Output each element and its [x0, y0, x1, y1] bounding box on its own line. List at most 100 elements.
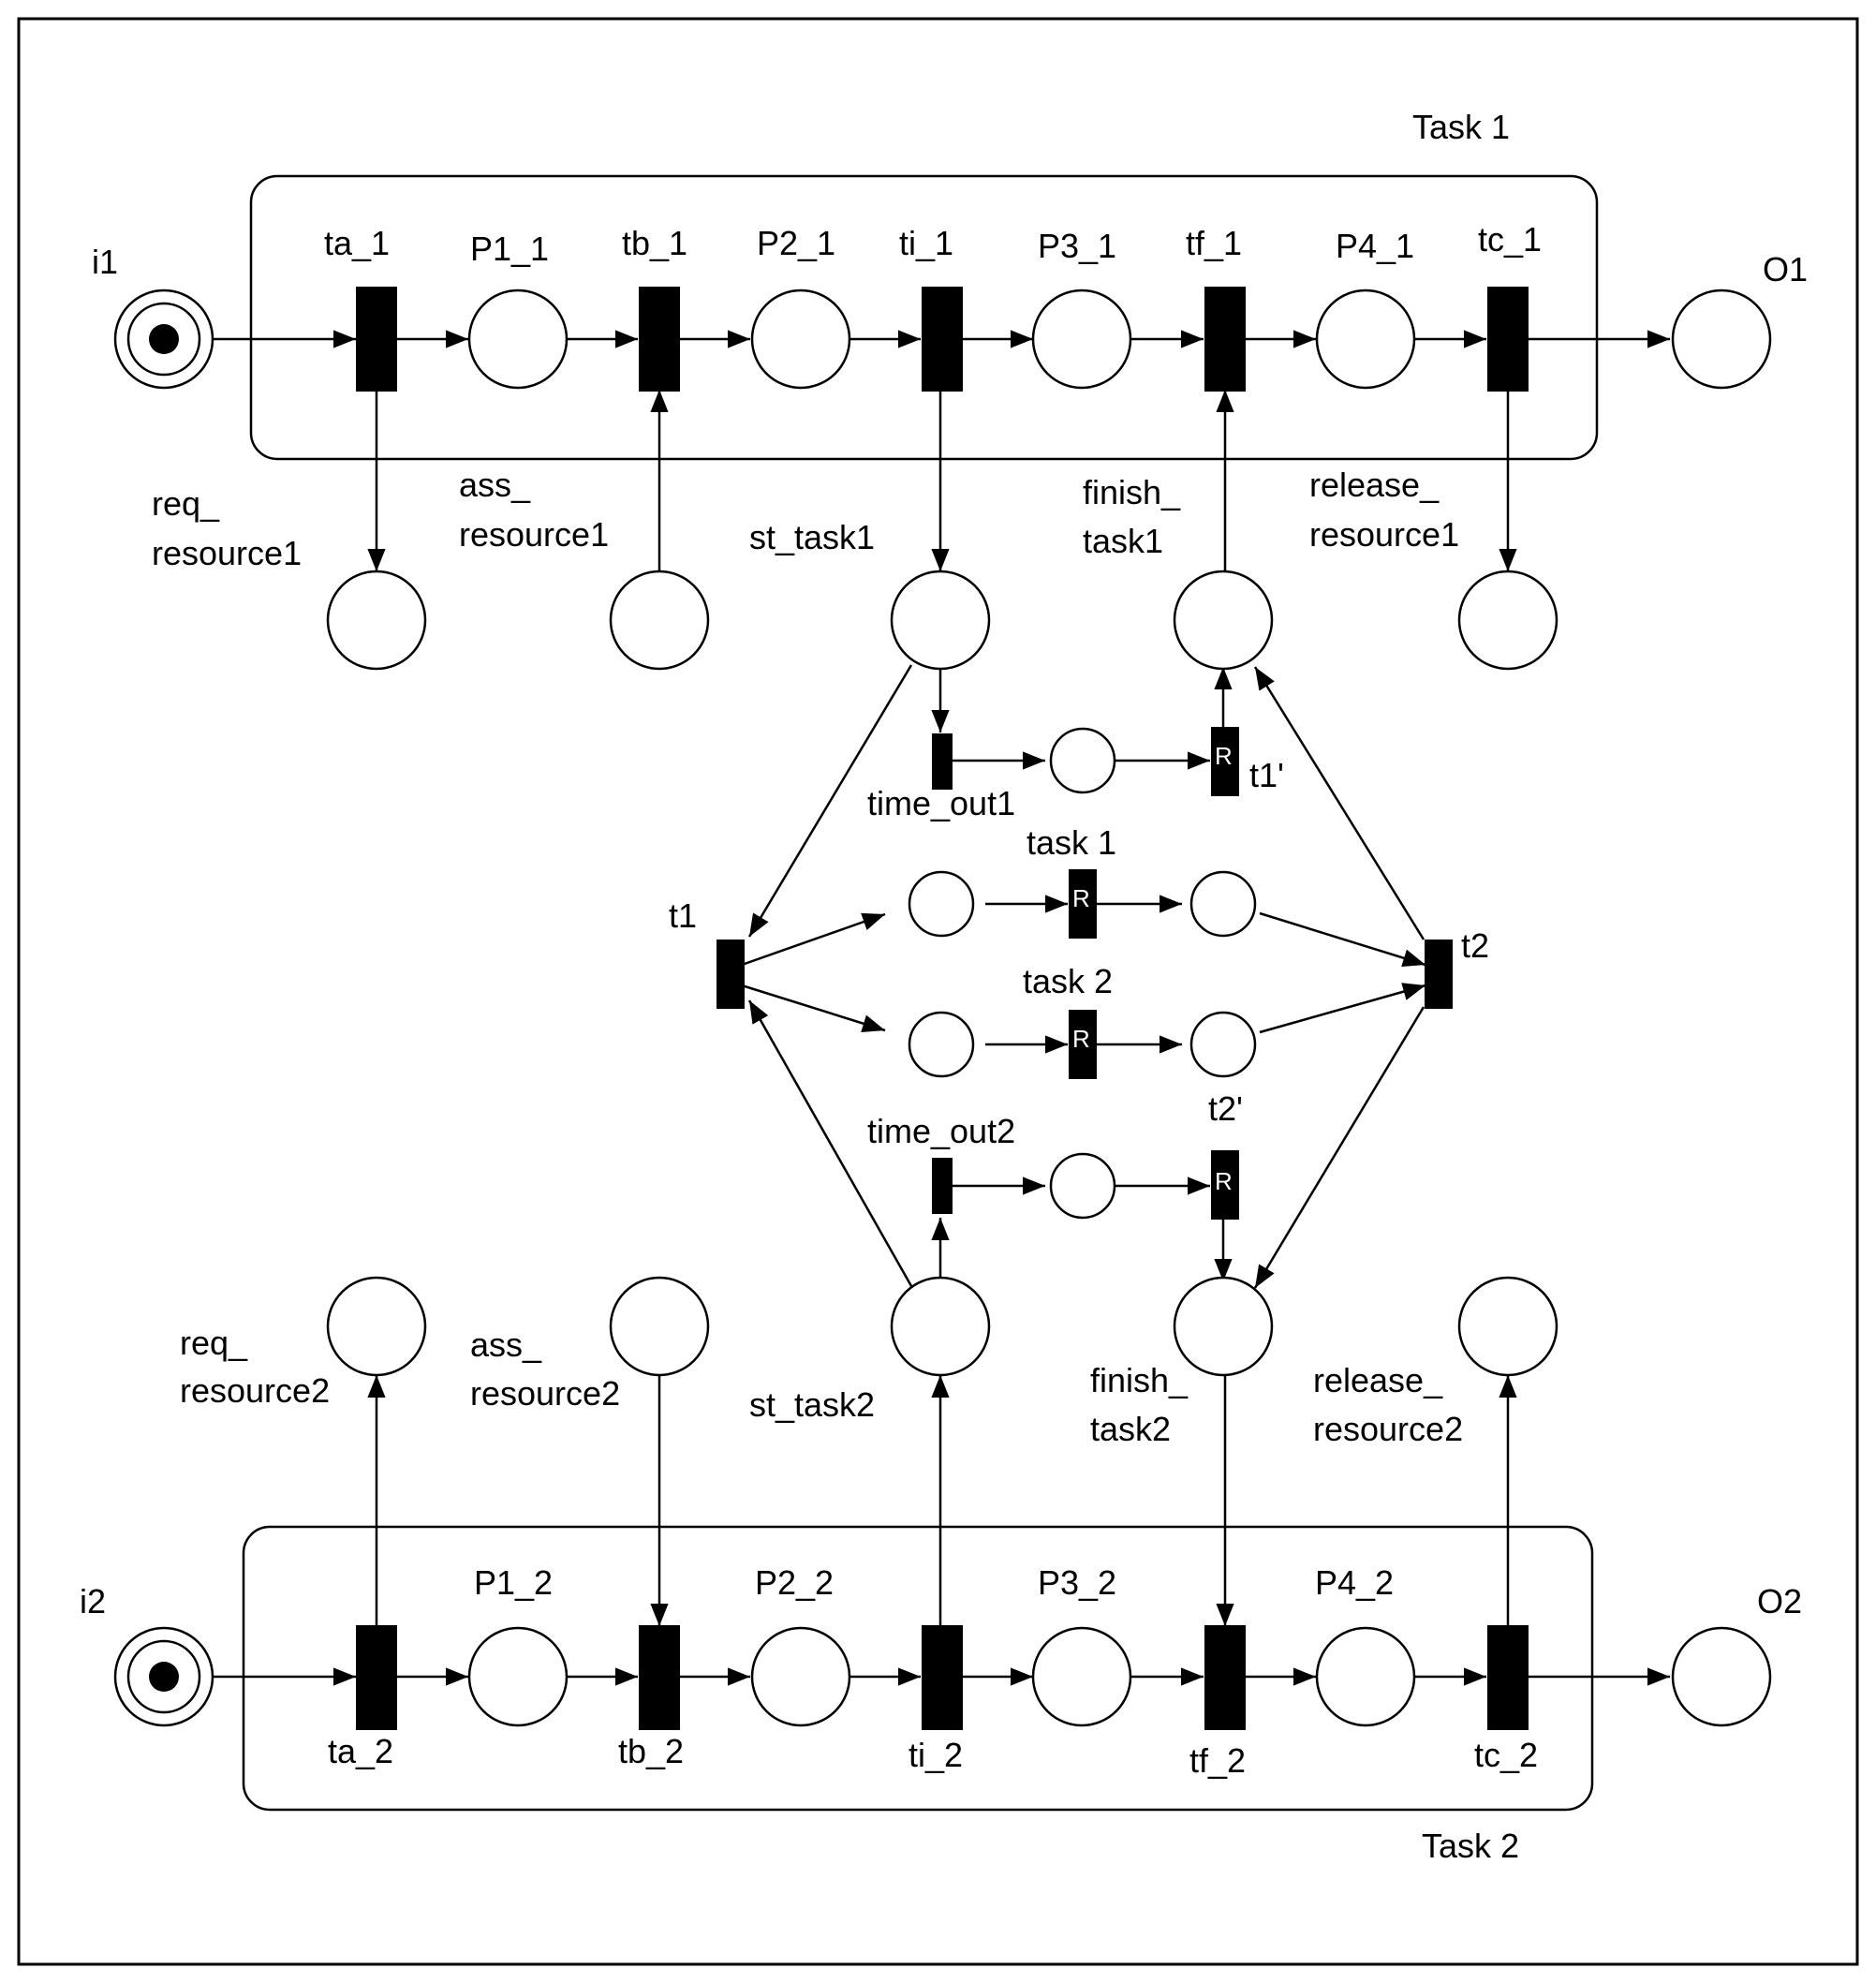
token-i1 — [149, 324, 179, 354]
label-release-resource2-line2: resource2 — [1313, 1410, 1463, 1448]
place-p2-1 — [750, 289, 851, 390]
place-task1-in — [908, 870, 975, 938]
place-req-resource1 — [326, 570, 427, 671]
r-label-t1-prime: R — [1215, 742, 1233, 770]
place-ass-resource1 — [609, 570, 710, 671]
token-i2 — [149, 1662, 179, 1692]
label-p3-1: P3_1 — [1038, 227, 1116, 265]
place-p2-2 — [750, 1626, 851, 1727]
label-req-resource2-line2: resource2 — [180, 1371, 330, 1410]
place-o2 — [1671, 1626, 1772, 1727]
label-ass-resource2-line1: ass_ — [470, 1325, 542, 1364]
transition-ta-1 — [356, 287, 397, 392]
place-finish-task1 — [1173, 570, 1274, 671]
label-req-resource1-line1: req_ — [152, 484, 220, 523]
label-req-resource2-line1: req_ — [180, 1324, 248, 1362]
task1-box — [249, 174, 1599, 461]
transition-task1-r — [1069, 869, 1097, 939]
transition-t1 — [716, 940, 745, 1009]
transition-time-out2 — [932, 1158, 953, 1214]
label-t2-prime: t2' — [1208, 1089, 1243, 1128]
transition-tf-2 — [1204, 1625, 1246, 1730]
label-p1-1: P1_1 — [470, 229, 549, 268]
labels: i1 O1 i2 O2 P1_1 P2_1 P3_1 P4_1 P1_2 P2_… — [80, 220, 1808, 1780]
place-task2-in — [908, 1011, 975, 1078]
place-st-task1 — [890, 570, 991, 671]
r-label-task1: R — [1072, 884, 1090, 912]
place-p1-2 — [467, 1626, 569, 1727]
label-p4-2: P4_2 — [1315, 1563, 1394, 1602]
label-release-resource1-line2: resource1 — [1309, 515, 1459, 554]
transitions: R R R R — [356, 287, 1529, 1730]
r-label-task2: R — [1072, 1025, 1090, 1053]
label-ass-resource2-line2: resource2 — [470, 1374, 620, 1413]
place-release-resource1 — [1457, 570, 1558, 671]
label-p1-2: P1_2 — [474, 1563, 553, 1602]
outer-frame — [17, 17, 1859, 1966]
places — [113, 289, 1772, 1727]
transition-tc-1 — [1487, 287, 1529, 392]
label-release-resource1-line1: release_ — [1309, 466, 1440, 504]
transition-time-out1 — [932, 733, 953, 790]
label-finish-task2-line2: task2 — [1090, 1410, 1171, 1448]
label-t1: t1 — [669, 896, 697, 935]
label-release-resource2-line1: release_ — [1313, 1361, 1443, 1399]
label-ti-1: ti_1 — [899, 224, 953, 262]
r-label-t2-prime: R — [1215, 1167, 1233, 1195]
label-i2: i2 — [80, 1582, 106, 1620]
transition-t2-prime — [1211, 1150, 1239, 1220]
transition-tc-2 — [1487, 1625, 1529, 1730]
label-ass-resource1-line1: ass_ — [459, 466, 531, 504]
label-task-1: task 1 — [1027, 823, 1116, 862]
label-ti-2: ti_2 — [908, 1736, 963, 1774]
transition-ta-2 — [356, 1625, 397, 1730]
place-p3-1 — [1031, 289, 1132, 390]
label-p3-2: P3_2 — [1038, 1563, 1116, 1602]
arcs — [214, 330, 1670, 1686]
label-st-task2: st_task2 — [749, 1385, 875, 1424]
transition-tb-2 — [639, 1625, 680, 1730]
label-p4-1: P4_1 — [1336, 227, 1414, 265]
label-finish-task1-line1: finish_ — [1083, 473, 1181, 511]
task2-box-label: Task 2 — [1422, 1827, 1519, 1865]
place-task2-out — [1189, 1011, 1257, 1078]
label-tf-1: tf_1 — [1186, 224, 1242, 262]
label-task-2: task 2 — [1023, 962, 1113, 1000]
place-finish-task2 — [1173, 1276, 1274, 1377]
task1-box-label: Task 1 — [1412, 108, 1510, 146]
transition-t2 — [1425, 940, 1453, 1009]
place-task1-out — [1189, 870, 1257, 938]
label-tc-1: tc_1 — [1478, 220, 1542, 259]
place-p4-1 — [1315, 289, 1416, 390]
label-tb-2: tb_2 — [618, 1732, 684, 1770]
label-t1-prime: t1' — [1249, 756, 1284, 794]
label-time-out1: time_out1 — [867, 784, 1015, 822]
place-release-resource2 — [1457, 1276, 1558, 1377]
transition-tb-1 — [639, 287, 680, 392]
label-o2: O2 — [1757, 1582, 1802, 1620]
transition-t1-prime — [1211, 727, 1239, 796]
label-tc-2: tc_2 — [1474, 1736, 1538, 1774]
label-i1: i1 — [92, 243, 118, 281]
label-st-task1: st_task1 — [749, 518, 875, 556]
place-p3-2 — [1031, 1626, 1132, 1727]
label-tb-1: tb_1 — [622, 224, 687, 262]
label-ta-1: ta_1 — [324, 224, 390, 262]
transition-ti-2 — [922, 1625, 963, 1730]
place-req-resource2 — [326, 1276, 427, 1377]
label-t2: t2 — [1461, 926, 1489, 965]
label-time-out2: time_out2 — [867, 1112, 1015, 1150]
label-o1: O1 — [1763, 250, 1808, 289]
place-timeout1-mid — [1049, 727, 1116, 794]
transition-ti-1 — [922, 287, 963, 392]
label-req-resource1-line2: resource1 — [152, 534, 302, 572]
label-ass-resource1-line2: resource1 — [459, 515, 609, 554]
label-finish-task2-line1: finish_ — [1090, 1361, 1189, 1399]
transition-tf-1 — [1204, 287, 1246, 392]
task2-box — [242, 1525, 1594, 1812]
place-p1-1 — [467, 289, 569, 390]
place-st-task2 — [890, 1276, 991, 1377]
place-o1 — [1671, 289, 1772, 390]
label-tf-2: tf_2 — [1189, 1741, 1246, 1780]
